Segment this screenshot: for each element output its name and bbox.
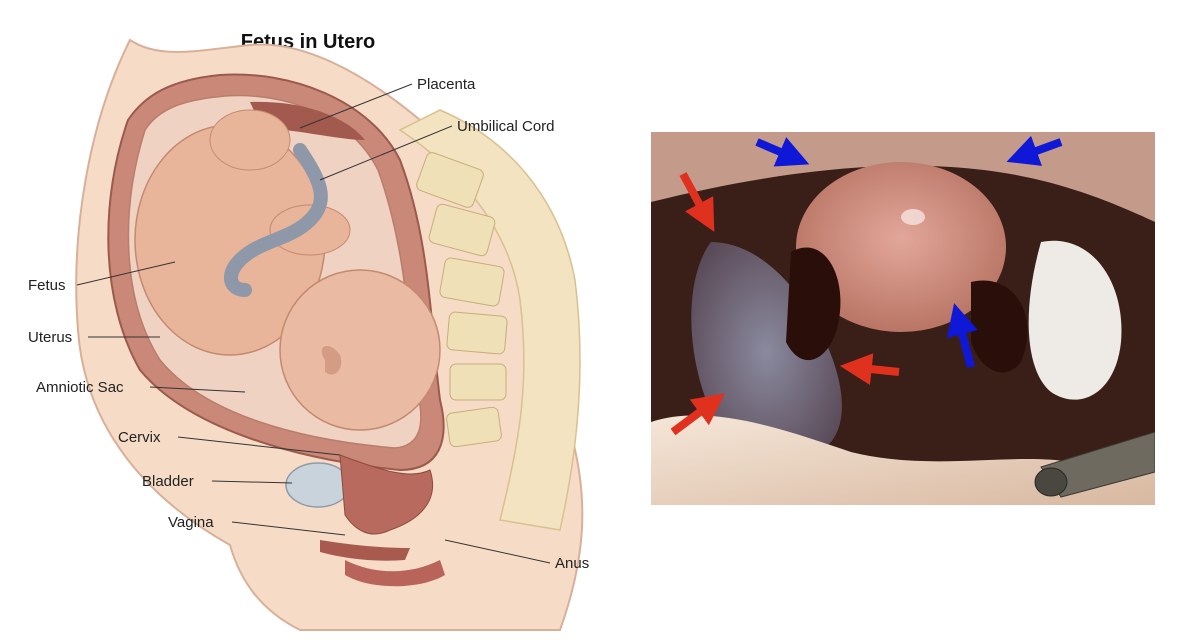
label-vagina: Vagina bbox=[168, 514, 214, 531]
label-fetus: Fetus bbox=[28, 277, 66, 294]
instrument-tip bbox=[1034, 467, 1068, 497]
red-arrow-1 bbox=[679, 172, 715, 232]
uterus-photo bbox=[796, 162, 1006, 332]
bladder-shape bbox=[285, 462, 351, 508]
blood-right bbox=[971, 280, 1028, 373]
left-tube bbox=[691, 242, 842, 462]
red-arrow-3 bbox=[670, 393, 725, 436]
cervix-shape bbox=[339, 454, 434, 535]
fetus-figure bbox=[134, 109, 441, 431]
label-amniotic-sac: Amniotic Sac bbox=[36, 379, 124, 396]
label-bladder: Bladder bbox=[142, 473, 194, 490]
label-uterus: Uterus bbox=[28, 329, 72, 346]
spine bbox=[398, 109, 581, 531]
label-placenta: Placenta bbox=[417, 76, 476, 93]
label-anus: Anus bbox=[555, 555, 589, 572]
red-arrow-2 bbox=[839, 353, 900, 386]
umbilical-cord-shape bbox=[224, 143, 328, 297]
label-umbilical-cord: Umbilical Cord bbox=[457, 118, 555, 135]
photo-svg bbox=[651, 132, 1156, 505]
perineum-shape bbox=[345, 560, 445, 587]
placenta-shape bbox=[250, 101, 365, 140]
blood-left bbox=[786, 247, 841, 361]
uterus-highlight bbox=[901, 209, 925, 225]
blue-arrow-2 bbox=[1006, 135, 1063, 166]
illustration-svg: Fetus in Utero bbox=[28, 31, 589, 631]
blue-arrow-1 bbox=[755, 137, 810, 167]
label-cervix: Cervix bbox=[118, 429, 161, 446]
leader-lines bbox=[76, 83, 551, 564]
laparoscopy-photo bbox=[651, 132, 1156, 505]
fetus-in-utero-illustration: Fetus in Utero bbox=[28, 31, 589, 631]
vagina-shape bbox=[320, 540, 410, 561]
right-mass bbox=[1028, 240, 1122, 400]
bowel-lower bbox=[651, 415, 1155, 505]
blue-arrow-3 bbox=[946, 303, 978, 369]
